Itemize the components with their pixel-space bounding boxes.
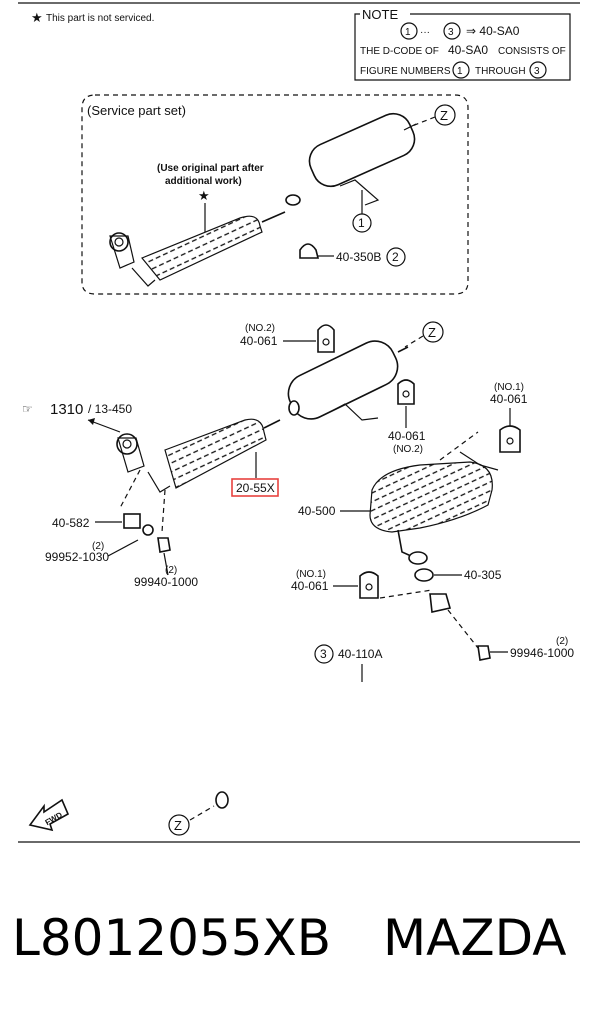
- note-box: NOTE 1 ··· 3 ⇒ 40-SA0 THE D-CODE OF 40-S…: [354, 7, 571, 81]
- callout-1-icon: [352, 213, 372, 233]
- service-part-set: (Service part set) (Use original part af…: [81, 94, 469, 295]
- no2-label-a: (NO.2): [245, 323, 275, 334]
- callout-2-label: 2: [392, 250, 399, 264]
- fwd-arrow-icon: FWD: [28, 798, 70, 832]
- note-circle-n1: 1: [457, 66, 463, 77]
- callout-3-icon: [314, 644, 334, 664]
- catalytic-converter-main: [116, 418, 281, 493]
- code-40-350b: 40-350B: [336, 250, 381, 264]
- highlight-code: 20-55X: [236, 481, 275, 495]
- tail-pipe-part: [215, 593, 467, 809]
- code-40-061-a: 40-061: [240, 334, 278, 348]
- note-circle-1: 1: [405, 27, 411, 38]
- ref-1310: 1310: [50, 401, 83, 418]
- gasket-icon: [414, 568, 434, 582]
- paren-2a: (2): [92, 541, 104, 552]
- not-serviced-text: This part is not serviced.: [46, 13, 154, 24]
- washer-icon: [142, 524, 154, 536]
- z-mid-label: Z: [428, 325, 436, 340]
- code-40-500: 40-500: [298, 504, 336, 518]
- z-marker-bottom-icon: [168, 814, 190, 836]
- note-line2-code: 40-SA0: [448, 43, 488, 57]
- highlight-box: [231, 478, 279, 497]
- main-pipe-muffler: [266, 340, 409, 426]
- pointing-hand-icon: ☞: [22, 402, 33, 416]
- nut-right-icon: [477, 645, 491, 661]
- no1-label-right: (NO.1): [494, 382, 524, 393]
- callout-1-label: 1: [358, 216, 365, 230]
- code-40-582: 40-582: [52, 516, 90, 530]
- part-number: L8012055XB: [12, 909, 331, 967]
- hanger-clamp-icon: [299, 243, 320, 259]
- z-bottom-label: Z: [174, 818, 182, 833]
- code-40-110a: 40-110A: [338, 647, 382, 661]
- paren-2b: (2): [165, 565, 177, 576]
- service-set-title: (Service part set): [87, 103, 186, 118]
- note-title: NOTE: [362, 7, 398, 22]
- z-marker-label: Z: [440, 108, 448, 123]
- no1-label-left: (NO.1): [296, 569, 326, 580]
- code-99952: 99952-1030: [45, 550, 109, 564]
- code-40-305: 40-305: [464, 568, 502, 582]
- brand-name: MAZDA: [383, 909, 566, 967]
- note-circle-3: 3: [448, 27, 454, 38]
- code-99940: 99940-1000: [134, 575, 198, 589]
- note-line2b: CONSISTS OF: [498, 46, 566, 57]
- note-line3a: FIGURE NUMBERS: [360, 66, 451, 77]
- callout-3-label: 3: [320, 647, 327, 661]
- pipe-muffler-part: [281, 112, 417, 206]
- paren-2c: (2): [556, 636, 568, 647]
- note-line2a: THE D-CODE OF: [360, 46, 439, 57]
- nut-icon: [157, 537, 171, 553]
- use-original-line2: additional work): [165, 176, 242, 187]
- rubber-hanger-no1-right-icon: [499, 425, 521, 453]
- ref-13-450: / 13-450: [88, 402, 132, 416]
- code-99946: 99946-1000: [510, 646, 574, 660]
- note-arrow-code: ⇒ 40-SA0: [466, 24, 520, 38]
- code-40-061-right: 40-061: [490, 392, 528, 406]
- main-muffler-part: [369, 451, 499, 565]
- star-icon: ★: [31, 10, 43, 25]
- rubber-hanger-no1-left-icon: [359, 571, 379, 599]
- code-40-061-left: 40-061: [291, 579, 329, 593]
- note-dots: ···: [420, 27, 430, 38]
- star-icon: ★: [198, 188, 210, 203]
- callout-2-icon: [386, 247, 406, 267]
- use-original-line1: (Use original part after: [157, 163, 264, 174]
- note-line3b: THROUGH: [475, 66, 526, 77]
- catalytic-converter-part: [109, 211, 286, 287]
- code-40-061-no2b: 40-061: [388, 429, 426, 443]
- rubber-hanger-no2b-icon: [397, 379, 415, 405]
- no2-label-b: (NO.2): [393, 444, 423, 455]
- bolt-icon: [123, 513, 141, 529]
- z-marker-top-icon: [434, 104, 456, 126]
- note-circle-n2: 3: [534, 66, 540, 77]
- z-marker-mid-icon: [422, 321, 444, 343]
